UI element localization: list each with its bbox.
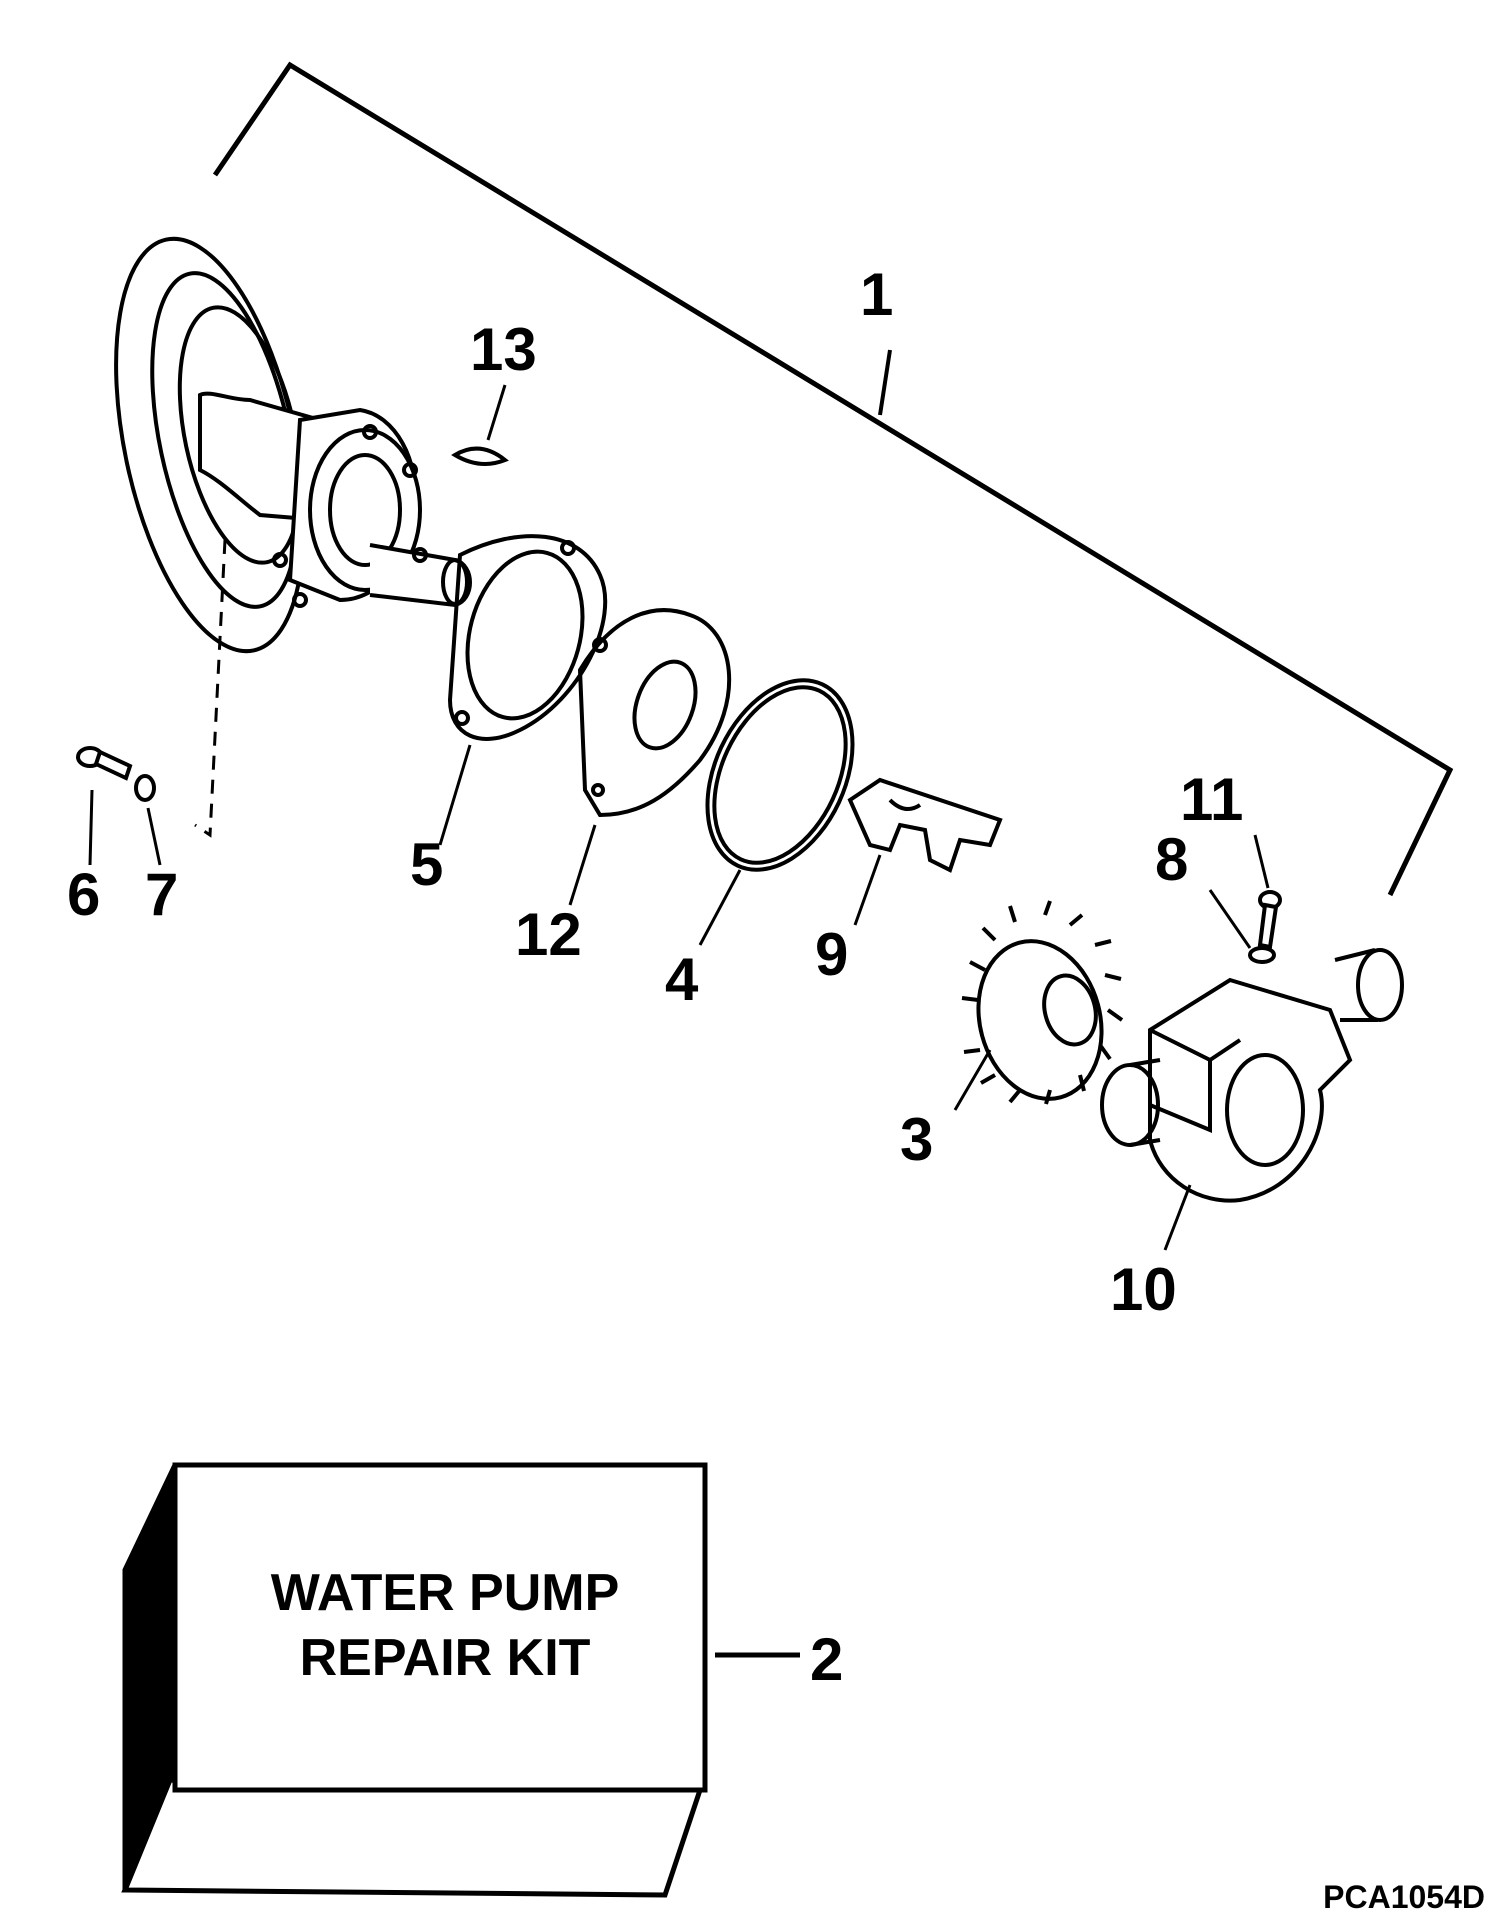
leader-1 bbox=[878, 349, 892, 416]
part-6-screw bbox=[76, 746, 133, 781]
callout-1: 1 bbox=[860, 261, 893, 328]
leader-4 bbox=[698, 869, 742, 946]
leader-9 bbox=[853, 854, 882, 926]
callout-5: 5 bbox=[410, 831, 443, 898]
callout-8: 8 bbox=[1155, 826, 1188, 893]
repair-kit-box bbox=[121, 1462, 708, 1898]
leader-8 bbox=[1208, 889, 1252, 949]
callout-3: 3 bbox=[900, 1106, 933, 1173]
kit-label-line-1: WATER PUMP bbox=[271, 1564, 620, 1622]
part-3-impeller bbox=[961, 900, 1124, 1105]
leader-3 bbox=[953, 1049, 992, 1111]
callout-12: 12 bbox=[515, 901, 582, 968]
callout-7: 7 bbox=[145, 861, 178, 928]
leader-7 bbox=[146, 807, 162, 866]
assembly-bracket bbox=[212, 61, 1454, 897]
part-13-key bbox=[451, 446, 509, 466]
pulley-housing bbox=[114, 236, 472, 654]
callout-13: 13 bbox=[470, 316, 537, 383]
part-9-cam bbox=[847, 777, 1003, 873]
leader-10 bbox=[1163, 1184, 1192, 1251]
alignment-dashed-line bbox=[194, 539, 227, 838]
callout-9: 9 bbox=[815, 921, 848, 988]
leader-6 bbox=[88, 789, 94, 866]
callout-4: 4 bbox=[665, 946, 699, 1013]
part-7-washer bbox=[134, 774, 156, 802]
leader-13 bbox=[486, 384, 507, 441]
callout-10: 10 bbox=[1110, 1256, 1177, 1323]
kit-label-line-2: REPAIR KIT bbox=[300, 1629, 591, 1687]
part-4-o-ring bbox=[705, 678, 855, 872]
part-8-washer bbox=[1248, 946, 1276, 964]
callout-11: 11 bbox=[1180, 766, 1243, 833]
part-10-pump-housing bbox=[1100, 948, 1404, 1203]
figure-reference: PCA1054D bbox=[1323, 1879, 1485, 1915]
part-11-screw bbox=[1257, 890, 1282, 950]
leader-12 bbox=[568, 824, 597, 906]
callout-6: 6 bbox=[67, 861, 100, 928]
part-12-plate bbox=[577, 608, 732, 818]
leader-5 bbox=[438, 744, 472, 846]
callout-2: 2 bbox=[810, 1626, 843, 1693]
leader-11 bbox=[1253, 834, 1270, 889]
